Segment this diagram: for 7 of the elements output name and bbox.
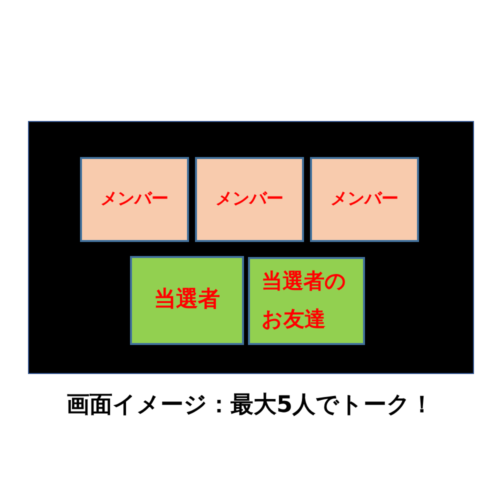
- highlight-box: 当選者のお友達: [248, 257, 365, 345]
- highlight-box: 当選者: [130, 256, 244, 345]
- member-box: メンバー: [195, 157, 304, 242]
- member-box: メンバー: [310, 157, 419, 242]
- screen-panel: [28, 121, 474, 374]
- member-box: メンバー: [80, 157, 189, 242]
- caption-text: 画面イメージ：最大5人でトーク！: [66, 392, 434, 420]
